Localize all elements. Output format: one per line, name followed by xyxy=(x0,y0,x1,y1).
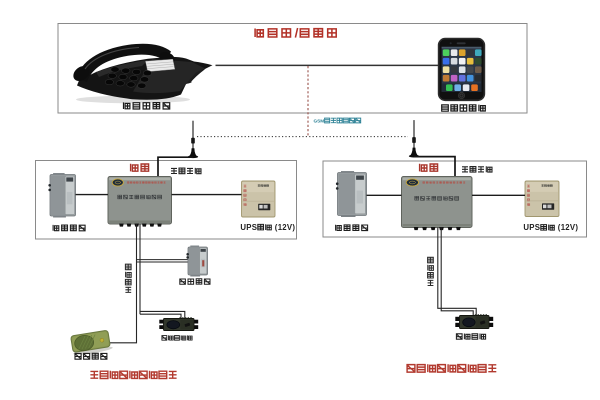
svg-text:1: 1 xyxy=(561,223,566,232)
svg-text:M: M xyxy=(320,119,324,124)
svg-text:V: V xyxy=(570,223,576,232)
svg-text:(: ( xyxy=(275,223,278,232)
svg-text:2: 2 xyxy=(282,223,287,232)
svg-text:S: S xyxy=(252,223,257,232)
svg-text:G: G xyxy=(314,119,318,124)
svg-text:P: P xyxy=(529,223,534,232)
svg-text:2: 2 xyxy=(565,223,570,232)
svg-text:(: ( xyxy=(558,223,561,232)
svg-text:P: P xyxy=(246,223,251,232)
svg-text:V: V xyxy=(287,223,293,232)
svg-text:U: U xyxy=(240,223,246,232)
svg-text:1: 1 xyxy=(278,223,283,232)
svg-text:): ) xyxy=(292,223,295,232)
svg-text:): ) xyxy=(575,223,578,232)
svg-text:U: U xyxy=(523,223,529,232)
svg-text:S: S xyxy=(535,223,540,232)
svg-text:S: S xyxy=(317,119,320,124)
